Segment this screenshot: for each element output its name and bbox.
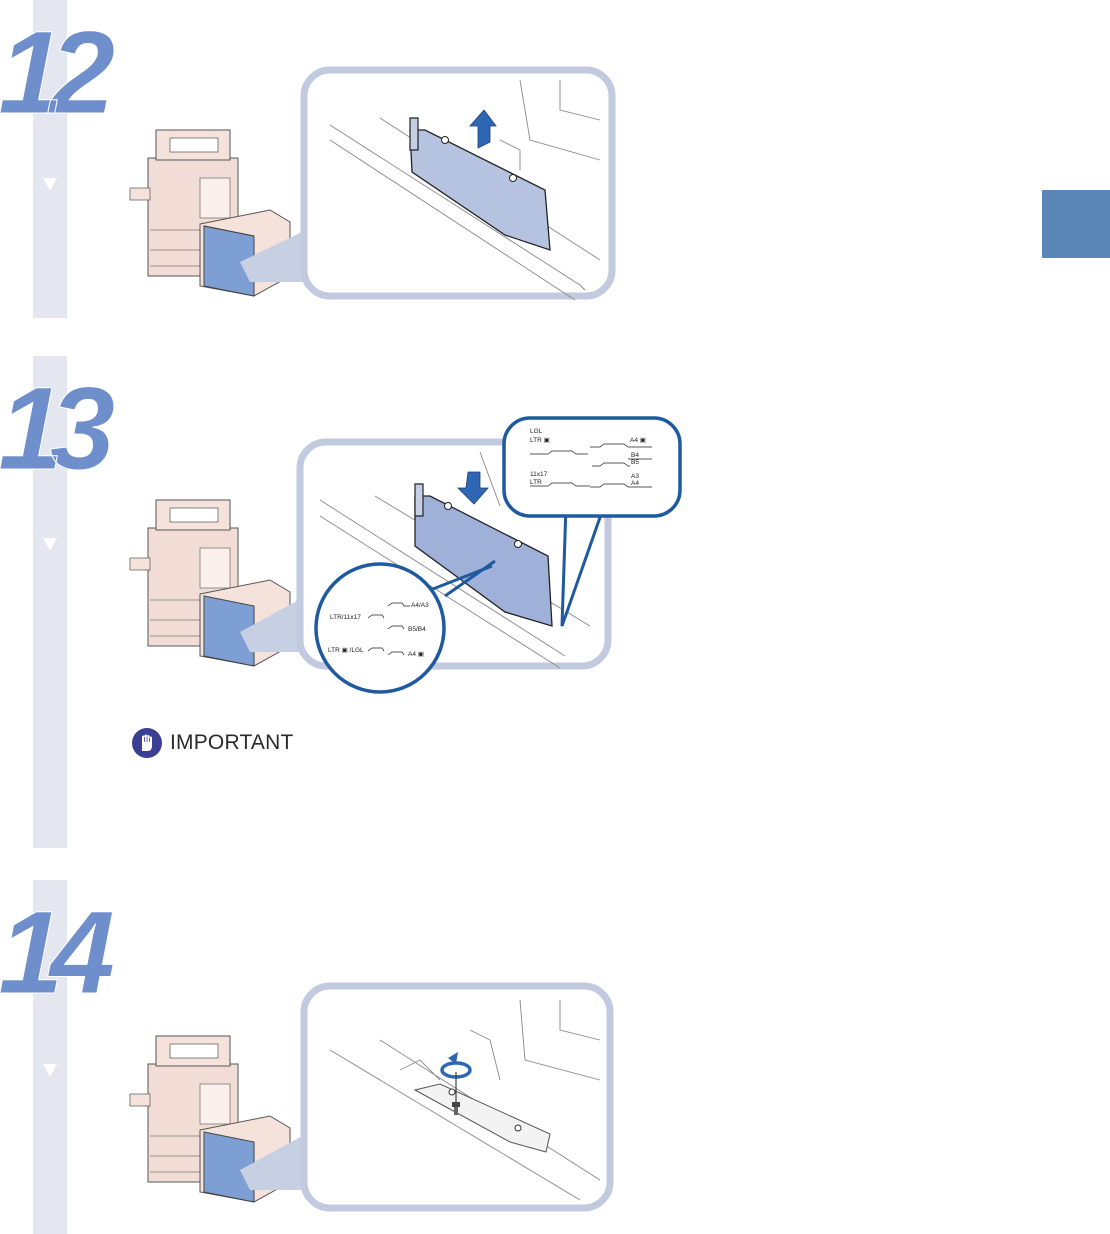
down-triangle-icon [43,1064,57,1077]
step-12: 12 [0,0,760,320]
important-label: IMPORTANT [170,731,294,754]
step-14-illustration [129,982,614,1212]
step-bar [33,356,67,848]
label-ltr: LTR [530,479,542,486]
hand-stop-icon [132,728,162,758]
label-a4-r-circle: A4 ▣ [408,651,424,658]
step-bar [33,880,67,1234]
screw-icon [452,1072,460,1115]
step-number: 12 [0,7,116,139]
step-13: 13 [0,356,760,856]
label-a4: A4 [631,480,639,487]
step-14: 14 [0,880,760,1234]
down-triangle-icon [43,178,57,191]
label-b5: B5 [631,459,639,466]
label-a3: A3 [631,473,639,480]
step-bar [33,0,67,318]
important-notice: IMPORTANT [132,728,294,758]
label-ltr-r: LTR ▣ [530,437,550,444]
label-lgl: LGL [530,428,543,435]
step-number: 13 [0,363,116,495]
up-arrow-icon [469,109,497,149]
label-11x17: 11x17 [530,471,548,478]
printer-illustration [129,129,291,297]
guide-size-labels-circle [367,602,410,656]
tray-closeup [319,451,591,669]
step-12-illustration [129,66,616,301]
label-b4: B4 [631,452,639,459]
label-ltr-lgl: LTR ▣ /LGL [328,647,364,654]
step-13-illustration: LGL LTR ▣ A4 ▣ B4 B5 11x17 LTR A3 A4 A4/… [129,416,682,694]
label-a4-r: A4 ▣ [630,437,646,444]
label-a4-a3: A4/A3 [411,602,429,609]
label-ltr-11x17: LTR/11x17 [330,614,361,621]
down-arrow-icon [457,471,489,505]
chapter-side-tab [1042,190,1110,258]
step-number: 14 [0,887,116,1019]
guide-size-labels-bubble [530,443,652,488]
label-b5-b4: B5/B4 [408,626,426,633]
down-triangle-icon [43,538,57,551]
